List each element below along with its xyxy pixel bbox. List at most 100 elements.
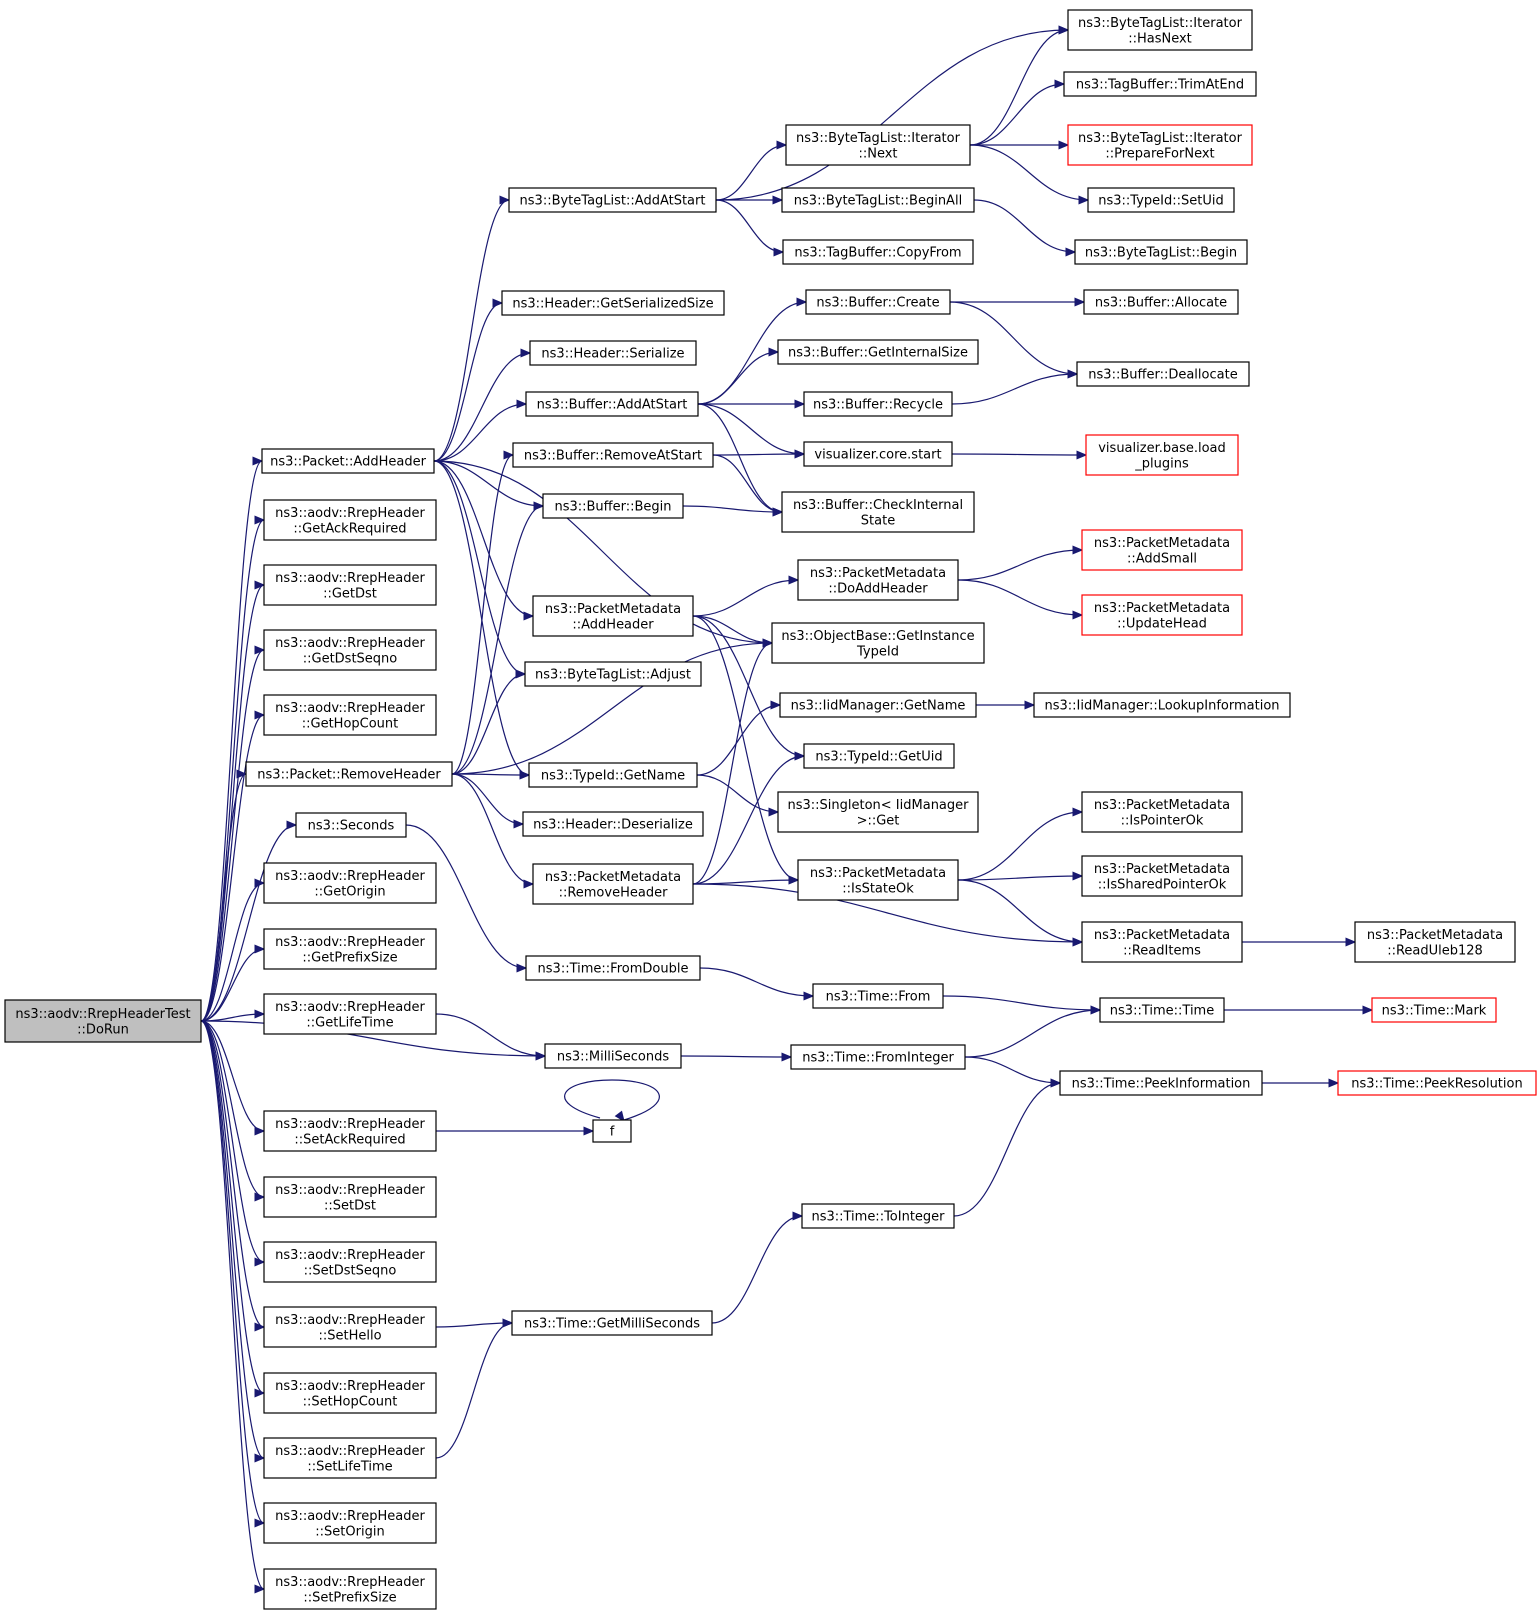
node-label: ::GetDstSeqno <box>303 651 398 666</box>
node-setdstseqno[interactable]: ns3::aodv::RrepHeader::SetDstSeqno <box>263 1241 437 1283</box>
node-label: ns3::Buffer::Allocate <box>1095 296 1227 311</box>
node-time-fromdouble[interactable]: ns3::Time::FromDouble <box>525 955 701 981</box>
edge-pm-readitems-to-pm-readuleb128 <box>1242 937 1357 947</box>
node-hdr-deserialize[interactable]: ns3::Header::Deserialize <box>522 811 704 837</box>
edge-pkt-removeheader-to-btl-adjust <box>451 669 527 775</box>
node-time-peekinfo[interactable]: ns3::Time::PeekInformation <box>1059 1070 1263 1096</box>
node-setackreq[interactable]: ns3::aodv::RrepHeader::SetAckRequired <box>263 1110 437 1152</box>
node-box <box>263 564 437 606</box>
node-pm-isstateok[interactable]: ns3::PacketMetadata::IsStateOk <box>797 859 959 901</box>
node-typeid-setuid[interactable]: ns3::TypeId::SetUid <box>1087 187 1235 213</box>
node-btl-it-preparefornext[interactable]: ns3::ByteTagList::Iterator::PrepareForNe… <box>1067 124 1253 166</box>
node-getdstseqno[interactable]: ns3::aodv::RrepHeader::GetDstSeqno <box>263 629 437 671</box>
node-pm-ispointerok[interactable]: ns3::PacketMetadata::IsPointerOk <box>1081 791 1243 833</box>
node-iid-getname[interactable]: ns3::IidManager::GetName <box>779 692 977 718</box>
node-label: ns3::ByteTagList::Begin <box>1085 246 1237 261</box>
node-pm-removeheader[interactable]: ns3::PacketMetadata::RemoveHeader <box>532 863 694 905</box>
node-setorigin[interactable]: ns3::aodv::RrepHeader::SetOrigin <box>263 1502 437 1544</box>
node-pkt-addheader[interactable]: ns3::Packet::AddHeader <box>261 448 435 474</box>
node-pm-readitems[interactable]: ns3::PacketMetadata::ReadItems <box>1081 921 1243 963</box>
node-label: ns3::Time::PeekResolution <box>1351 1077 1522 1092</box>
node-label: ns3::aodv::RrepHeader <box>275 1379 425 1394</box>
node-label: ns3::Buffer::Deallocate <box>1088 368 1237 383</box>
function-nodes: ns3::aodv::RrepHeaderTest::DoRun ns3::Pac… <box>4 9 1537 1610</box>
node-pm-issharedpointerok[interactable]: ns3::PacketMetadata::IsSharedPointerOk <box>1081 855 1243 897</box>
node-btl-addatstart[interactable]: ns3::ByteTagList::AddAtStart <box>508 187 717 213</box>
edge-line <box>200 1020 265 1198</box>
node-hdr-serialize[interactable]: ns3::Header::Serialize <box>529 340 697 366</box>
node-f[interactable]: f <box>592 1119 632 1143</box>
node-typeid-getname[interactable]: ns3::TypeId::GetName <box>528 762 698 788</box>
edge-arrowhead <box>535 1051 547 1061</box>
node-buf-recycle[interactable]: ns3::Buffer::Recycle <box>803 391 953 417</box>
node-time-peekresolution[interactable]: ns3::Time::PeekResolution <box>1337 1070 1537 1096</box>
edge-arrowhead <box>254 1126 266 1136</box>
node-btl-it-hasnext[interactable]: ns3::ByteTagList::Iterator::HasNext <box>1067 9 1253 51</box>
node-getorigin[interactable]: ns3::aodv::RrepHeader::GetOrigin <box>263 862 437 904</box>
node-hdr-getsersize[interactable]: ns3::Header::GetSerializedSize <box>501 290 725 316</box>
node-pkt-removeheader[interactable]: ns3::Packet::RemoveHeader <box>245 761 453 787</box>
edge-pkt-removeheader-to-pm-removeheader <box>451 773 535 889</box>
node-setdst[interactable]: ns3::aodv::RrepHeader::SetDst <box>263 1176 437 1218</box>
node-iid-lookupinfo[interactable]: ns3::IidManager::LookupInformation <box>1033 692 1291 718</box>
node-tb-trimatend[interactable]: ns3::TagBuffer::TrimAtEnd <box>1063 71 1257 97</box>
node-pm-updatehead[interactable]: ns3::PacketMetadata::UpdateHead <box>1081 594 1243 636</box>
edge-pkt-removeheader-to-hdr-deserialize <box>451 773 525 829</box>
node-getdst[interactable]: ns3::aodv::RrepHeader::GetDst <box>263 564 437 606</box>
node-time-getms[interactable]: ns3::Time::GetMilliSeconds <box>511 1310 713 1336</box>
node-btl-begin[interactable]: ns3::ByteTagList::Begin <box>1074 239 1248 265</box>
node-btl-it-next[interactable]: ns3::ByteTagList::Iterator::Next <box>785 124 971 166</box>
node-time-tointeger[interactable]: ns3::Time::ToInteger <box>801 1203 955 1229</box>
node-box <box>263 1372 437 1414</box>
edge-line <box>435 1322 513 1459</box>
node-sethopcount[interactable]: ns3::aodv::RrepHeader::SetHopCount <box>263 1372 437 1414</box>
node-label: ns3::Time::FromDouble <box>538 962 689 977</box>
node-buf-create[interactable]: ns3::Buffer::Create <box>805 289 951 315</box>
node-seconds[interactable]: ns3::Seconds <box>295 812 407 838</box>
node-sethello[interactable]: ns3::aodv::RrepHeader::SetHello <box>263 1306 437 1348</box>
node-time-mark[interactable]: ns3::Time::Mark <box>1371 997 1497 1023</box>
edge-line <box>697 351 779 405</box>
node-pm-readuleb128[interactable]: ns3::PacketMetadata::ReadUleb128 <box>1354 921 1516 963</box>
node-buf-addatstart[interactable]: ns3::Buffer::AddAtStart <box>525 391 699 417</box>
node-setprefixsize[interactable]: ns3::aodv::RrepHeader::SetPrefixSize <box>263 1568 437 1610</box>
edge-root-to-setdst <box>200 1020 266 1202</box>
node-setlifetime[interactable]: ns3::aodv::RrepHeader::SetLifeTime <box>263 1437 437 1479</box>
node-label: ns3::Time::FromInteger <box>802 1051 954 1066</box>
edge-arrowhead <box>519 770 531 780</box>
node-time-time[interactable]: ns3::Time::Time <box>1099 997 1225 1023</box>
node-vis-base-load[interactable]: visualizer.base.load_plugins <box>1085 434 1239 476</box>
node-getackreq[interactable]: ns3::aodv::RrepHeader::GetAckRequired <box>263 499 437 541</box>
node-buf-getinternalsize[interactable]: ns3::Buffer::GetInternalSize <box>777 339 979 365</box>
node-pm-doaddheader[interactable]: ns3::PacketMetadata::DoAddHeader <box>797 559 959 601</box>
node-pm-addheader[interactable]: ns3::PacketMetadata::AddHeader <box>532 595 694 637</box>
node-label: ns3::aodv::RrepHeader <box>275 701 425 716</box>
node-buf-begin[interactable]: ns3::Buffer::Begin <box>542 493 684 519</box>
node-tb-copyfrom[interactable]: ns3::TagBuffer::CopyFrom <box>782 239 974 265</box>
node-time-frominteger[interactable]: ns3::Time::FromInteger <box>790 1044 966 1070</box>
node-milliseconds[interactable]: ns3::MilliSeconds <box>544 1043 682 1069</box>
node-pm-addsmall[interactable]: ns3::PacketMetadata::AddSmall <box>1081 529 1243 571</box>
node-btl-adjust[interactable]: ns3::ByteTagList::Adjust <box>524 661 702 687</box>
node-time-from[interactable]: ns3::Time::From <box>812 983 944 1009</box>
edge-arrowhead <box>1054 79 1066 89</box>
node-label: ns3::PacketMetadata <box>1367 928 1503 943</box>
node-getprefixsize[interactable]: ns3::aodv::RrepHeader::GetPrefixSize <box>263 928 437 970</box>
node-vis-core-start[interactable]: visualizer.core.start <box>803 441 953 467</box>
node-buf-allocate[interactable]: ns3::Buffer::Allocate <box>1083 289 1239 315</box>
node-singleton-get[interactable]: ns3::Singleton< IidManager>::Get <box>777 791 979 833</box>
node-buf-deallocate[interactable]: ns3::Buffer::Deallocate <box>1076 361 1250 387</box>
node-box <box>1067 124 1253 166</box>
node-typeid-getuid[interactable]: ns3::TypeId::GetUid <box>803 743 955 769</box>
node-buf-removeatstart[interactable]: ns3::Buffer::RemoveAtStart <box>512 442 714 468</box>
edge-arrowhead <box>792 1211 804 1221</box>
node-box <box>261 448 435 474</box>
edge-f-to-f <box>564 1079 660 1123</box>
node-label: ns3::ByteTagList::BeginAll <box>794 194 962 209</box>
node-gethopcount[interactable]: ns3::aodv::RrepHeader::GetHopCount <box>263 694 437 736</box>
node-root[interactable]: ns3::aodv::RrepHeaderTest::DoRun <box>4 999 202 1043</box>
node-btl-beginall[interactable]: ns3::ByteTagList::BeginAll <box>781 187 975 213</box>
node-getlifetime[interactable]: ns3::aodv::RrepHeader::GetLifeTime <box>263 993 437 1035</box>
